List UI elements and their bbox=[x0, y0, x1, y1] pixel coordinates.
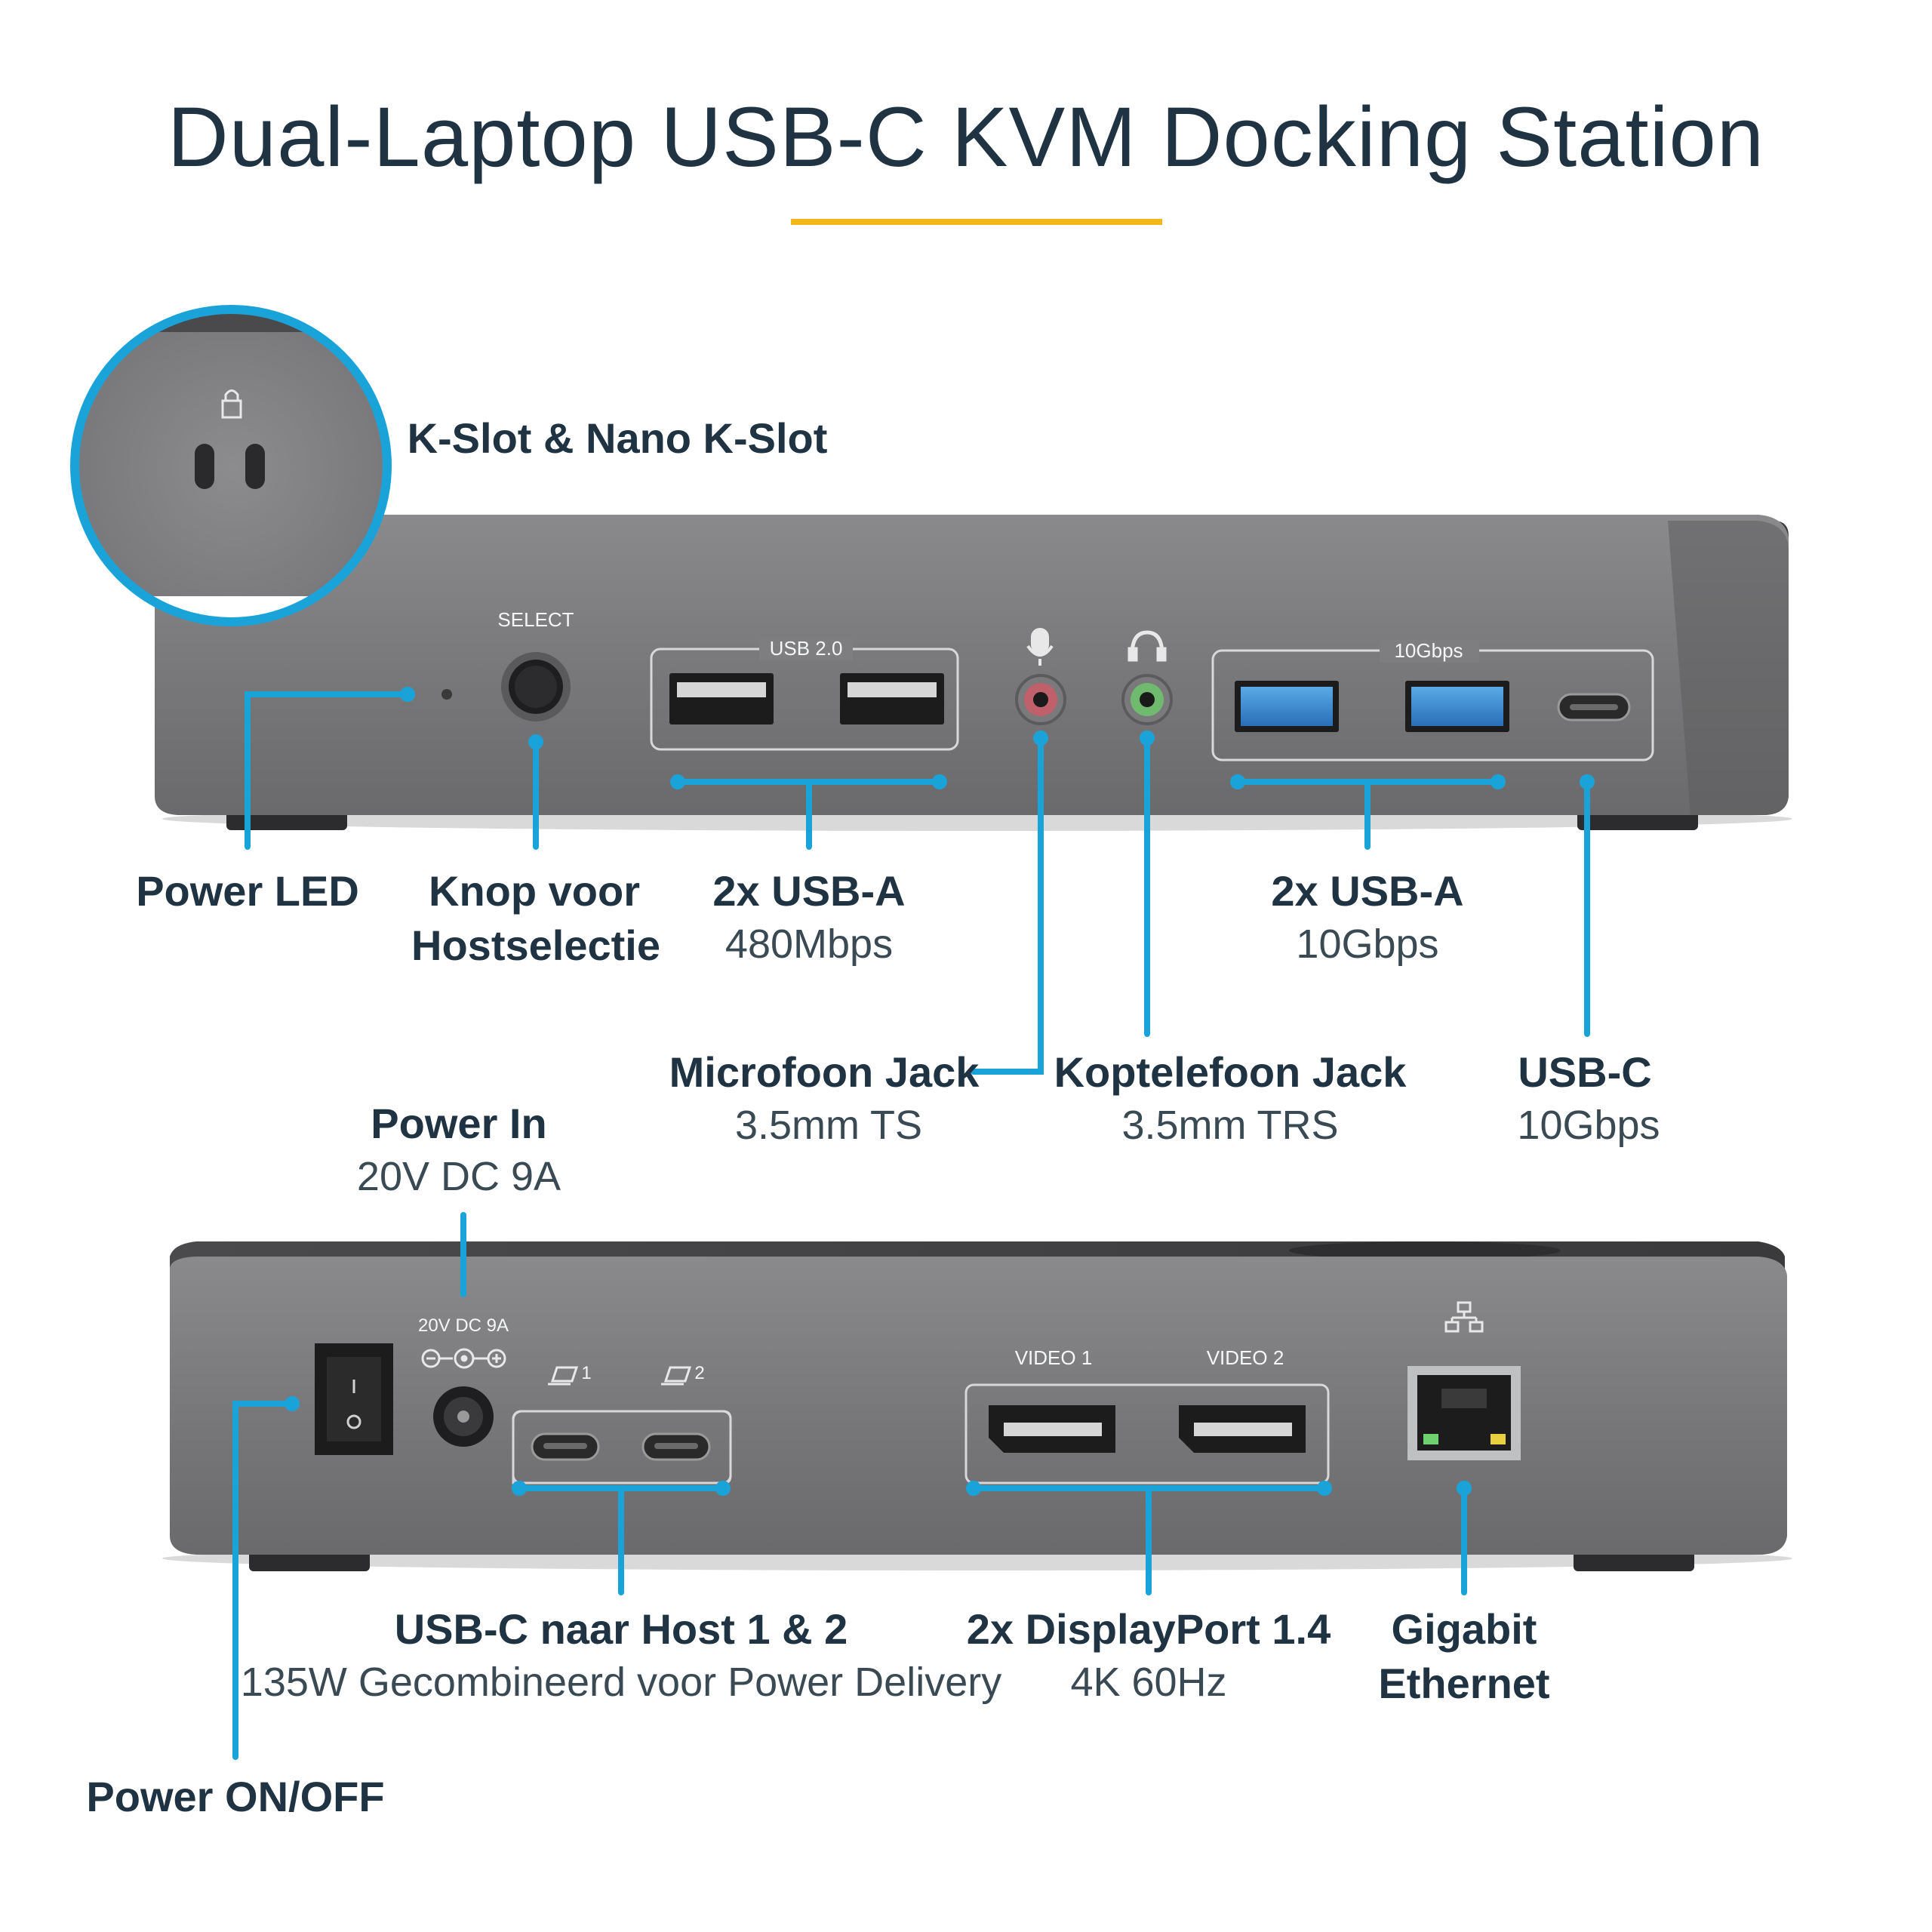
video2-printed-label: VIDEO 2 bbox=[1206, 1346, 1284, 1369]
rear-device bbox=[162, 1241, 1792, 1571]
usb-c-host-title: USB-C naar Host 1 & 2 bbox=[394, 1605, 848, 1653]
power-led-label: Power LED bbox=[136, 867, 359, 915]
usb-a-480-title: 2x USB-A bbox=[712, 867, 906, 915]
host-select-label-line2: Hostselectie bbox=[411, 921, 660, 969]
callout-lines bbox=[232, 691, 1590, 1760]
host-select-label-line1: Knop voor bbox=[429, 867, 640, 915]
power-in-sub: 20V DC 9A bbox=[356, 1154, 561, 1199]
usb-c-title: USB-C bbox=[1518, 1048, 1652, 1096]
headphone-jack-title: Koptelefoon Jack bbox=[1054, 1048, 1407, 1096]
usb-a-10-sub: 10Gbps bbox=[1296, 921, 1439, 967]
mic-jack-title: Microfoon Jack bbox=[669, 1048, 980, 1096]
video1-printed-label: VIDEO 1 bbox=[1014, 1346, 1093, 1369]
kslot-label: K-Slot & Nano K-Slot bbox=[407, 414, 828, 462]
page-title: Dual-Laptop USB-C KVM Docking Station bbox=[167, 90, 1765, 184]
usb-a-10-title: 2x USB-A bbox=[1271, 867, 1464, 915]
host1-printed-label: 1 bbox=[581, 1363, 592, 1383]
headphone-jack-sub: 3.5mm TRS bbox=[1121, 1103, 1339, 1148]
microphone-icon bbox=[1026, 628, 1054, 666]
displayport-title: 2x DisplayPort 1.4 bbox=[966, 1605, 1331, 1653]
dc-printed-label: 20V DC 9A bbox=[417, 1315, 509, 1336]
select-printed-label: SELECT bbox=[497, 608, 574, 631]
usb-c-sub: 10Gbps bbox=[1517, 1103, 1660, 1148]
network-icon bbox=[1444, 1301, 1484, 1333]
usb-c-host-sub: 135W Gecombineerd voor Power Delivery bbox=[240, 1660, 1002, 1705]
polarity-icon bbox=[421, 1348, 506, 1369]
displayport-sub: 4K 60Hz bbox=[1070, 1660, 1227, 1705]
power-switch-label: Power ON/OFF bbox=[86, 1773, 385, 1820]
callout-dots bbox=[285, 687, 1595, 1496]
usb2-printed-label: USB 2.0 bbox=[769, 637, 843, 660]
headphones-icon bbox=[1128, 630, 1167, 662]
power-in-title: Power In bbox=[371, 1100, 547, 1147]
gbps-printed-label: 10Gbps bbox=[1394, 639, 1463, 662]
mic-jack-sub: 3.5mm TS bbox=[734, 1103, 923, 1148]
ethernet-label-line1: Gigabit bbox=[1391, 1605, 1537, 1653]
usb-a-480-sub: 480Mbps bbox=[724, 921, 894, 967]
lock-icon bbox=[221, 389, 242, 419]
front-device bbox=[155, 515, 1792, 831]
laptop-icon bbox=[548, 1366, 579, 1386]
ethernet-label-line2: Ethernet bbox=[1378, 1660, 1550, 1707]
title-underline bbox=[791, 219, 1162, 225]
power-switch-icon bbox=[315, 1343, 393, 1455]
host2-printed-label: 2 bbox=[694, 1363, 705, 1383]
laptop-icon bbox=[661, 1366, 692, 1386]
